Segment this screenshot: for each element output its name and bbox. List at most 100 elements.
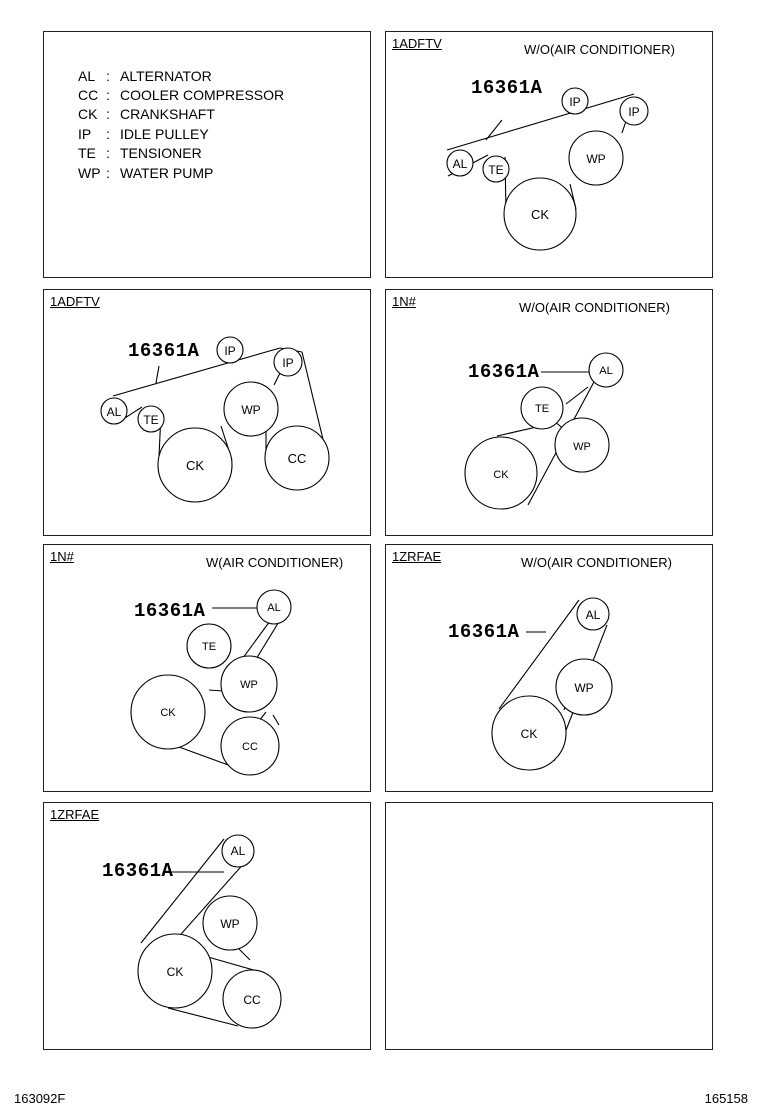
pulley: IP: [273, 347, 303, 377]
legend-item: CK: CRANKSHAFT: [78, 106, 215, 122]
pulley-label: AL: [107, 405, 122, 419]
belt-diagram-panel: 1ZRFAE AL WP CK CC 16361A: [43, 802, 371, 1050]
pulley: TE: [520, 386, 564, 430]
pulley-label: AL: [267, 602, 280, 614]
pulley-label: IP: [628, 105, 639, 119]
legend-abbr: WP: [78, 165, 101, 181]
pulley: AL: [256, 589, 292, 625]
part-number: 16361A: [468, 361, 540, 383]
pulley-label: CK: [167, 965, 184, 979]
engine-code: 1ZRFAE: [50, 807, 100, 822]
legend-sep: :: [106, 145, 110, 161]
pulley: TE: [482, 155, 510, 183]
engine-code: 1N#: [392, 294, 416, 309]
belt-diagram-panel: 1ADFTV W/O(AIR CONDITIONER) AL TE IP IP …: [385, 31, 713, 278]
pulley: WP: [555, 658, 613, 716]
legend-name: TENSIONER: [120, 145, 202, 161]
legend-abbr: CK: [78, 106, 98, 122]
pulley: AL: [588, 352, 624, 388]
pulley-label: CK: [493, 469, 509, 481]
pulley: TE: [137, 405, 165, 433]
pulley-label: IP: [282, 356, 293, 370]
pulley-label: AL: [453, 157, 468, 171]
pulley: CK: [157, 427, 233, 503]
pulley: TE: [186, 623, 232, 669]
belt-diagram-panel: 1N# W/O(AIR CONDITIONER) TE AL WP CK 163…: [385, 289, 713, 536]
pulley-label: CK: [531, 207, 549, 222]
pulley: CC: [264, 425, 330, 491]
engine-code: 1ADFTV: [392, 36, 442, 51]
legend-sep: :: [106, 87, 110, 103]
pulley-label: CC: [242, 741, 258, 753]
belt-diagram: AL TE IP IP WP CK: [446, 87, 649, 251]
pulley-label: CK: [521, 727, 538, 741]
pulley-label: CK: [186, 458, 204, 473]
pulley-label: TE: [488, 163, 503, 177]
pulley: WP: [223, 381, 279, 437]
belt-diagram-panel: 1ZRFAE W/O(AIR CONDITIONER) AL WP CK 163…: [385, 544, 713, 792]
condition-label: W/O(AIR CONDITIONER): [519, 300, 670, 315]
legend-sep: :: [106, 68, 110, 84]
pulley-label: WP: [220, 917, 239, 931]
legend-abbr: CC: [78, 87, 99, 103]
pulley: AL: [100, 397, 128, 425]
pulley: CK: [137, 933, 213, 1009]
pulley-label: WP: [241, 403, 260, 417]
pulley: WP: [568, 130, 624, 186]
legend-sep: :: [106, 106, 110, 122]
legend-name: ALTERNATOR: [120, 68, 212, 84]
engine-code: 1ADFTV: [50, 294, 100, 309]
part-number: 16361A: [128, 340, 200, 362]
pulley: CC: [222, 969, 282, 1029]
belt-diagram: TE AL WP CK CC: [130, 589, 292, 776]
part-number: 16361A: [448, 621, 520, 643]
condition-label: W/O(AIR CONDITIONER): [521, 555, 672, 570]
pulley: AL: [446, 149, 474, 177]
pulley-label: CC: [288, 451, 307, 466]
legend-item: IP:IDLE PULLEY: [78, 126, 209, 142]
condition-label: W/O(AIR CONDITIONER): [524, 42, 675, 57]
belt-diagram: TE AL WP CK: [464, 352, 624, 510]
empty-panel: [385, 802, 713, 1050]
legend-abbr: AL: [78, 68, 96, 84]
pulley-label: WP: [573, 441, 591, 453]
legend-item: WP:WATER PUMP: [78, 165, 213, 181]
legend-abbr: TE: [78, 145, 96, 161]
legend-panel: AL: ALTERNATOR CC: COOLER COMPRESSOR CK: CR…: [43, 31, 371, 278]
part-number: 16361A: [134, 600, 206, 622]
pulley-label: WP: [586, 152, 605, 166]
pulley: IP: [216, 336, 244, 364]
pulley-label: CK: [160, 707, 176, 719]
pulley-label: CC: [243, 993, 261, 1007]
condition-label: W(AIR CONDITIONER): [206, 555, 344, 570]
footer-code-left: 163092F: [14, 1091, 66, 1106]
pulley: CK: [503, 177, 577, 251]
legend-sep: :: [106, 165, 110, 181]
pulley-label: AL: [231, 844, 246, 858]
part-number: 16361A: [471, 77, 543, 99]
legend-sep: :: [106, 126, 110, 142]
belt-diagram-panel: 1N# W(AIR CONDITIONER) TE AL WP CK CC 16…: [43, 544, 371, 792]
legend-name: CRANKSHAFT: [120, 106, 215, 122]
part-number: 16361A: [102, 860, 174, 882]
belt-diagram: AL WP CK: [491, 597, 613, 771]
pulley-label: AL: [599, 365, 612, 377]
engine-code: 1ZRFAE: [392, 549, 442, 564]
pulley: IP: [561, 87, 589, 115]
pulley: CK: [464, 436, 538, 510]
pulley: AL: [576, 597, 610, 631]
pulley: AL: [221, 834, 255, 868]
pulley-label: IP: [569, 95, 580, 109]
pulley-label: IP: [224, 344, 235, 358]
legend-name: COOLER COMPRESSOR: [120, 87, 285, 103]
belt-diagram-panel: 1ADFTV AL TE IP IP WP CK CC 16361A: [43, 289, 371, 536]
legend-item: TE: TENSIONER: [78, 145, 202, 161]
pulley: CK: [130, 674, 206, 750]
pulley-label: TE: [143, 413, 158, 427]
legend-item: CC: COOLER COMPRESSOR: [78, 87, 284, 103]
pulley: WP: [202, 895, 258, 951]
pulley-label: TE: [535, 403, 549, 415]
engine-code: 1N#: [50, 549, 74, 564]
legend-abbr: IP: [78, 126, 92, 142]
pulley-label: AL: [586, 608, 601, 622]
